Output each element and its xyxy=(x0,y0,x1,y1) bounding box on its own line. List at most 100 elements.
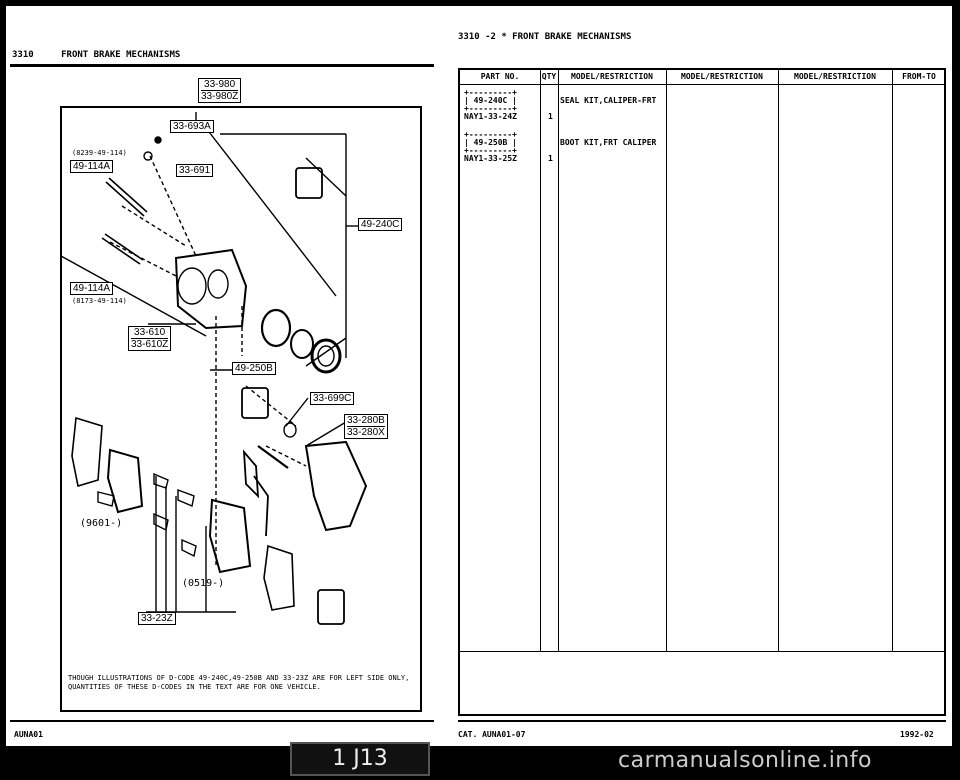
left-section-title: FRONT BRAKE MECHANISMS xyxy=(61,50,181,60)
serial-9601-label: (9601-) xyxy=(80,518,123,529)
leader-line xyxy=(285,397,309,427)
callout-33-280b-line2: 33-280X xyxy=(347,426,385,438)
col-divider xyxy=(892,70,893,652)
exploded-illustration xyxy=(60,112,368,625)
callout-33-980: 33-980 33-980Z xyxy=(198,78,242,103)
pad-clip xyxy=(177,488,195,507)
col-divider xyxy=(540,70,541,652)
callout-33-980-line2: 33-980Z xyxy=(201,90,239,102)
callout-33-980-line1: 33-980 xyxy=(204,79,236,90)
dcode-box-top: +---------+ xyxy=(464,130,517,139)
note-line-1: THOUGH ILLUSTRATIONS OF D-CODE 49-240C,4… xyxy=(68,674,410,682)
leader-line xyxy=(205,127,337,297)
left-footer-code: AUNA01 xyxy=(14,730,43,739)
col-header-from-to: FROM-TO xyxy=(902,72,936,81)
caliper-bore-inner xyxy=(207,269,229,299)
pad-clip xyxy=(181,538,197,558)
seal-kit-package-icon xyxy=(295,167,323,199)
table-row-description: SEAL KIT,CALIPER-FRT xyxy=(560,96,657,105)
callout-33-610-line2: 33-610Z xyxy=(131,338,169,350)
exploded-illustration-frame xyxy=(60,106,422,712)
col-header-model-1: MODEL/RESTRICTION xyxy=(571,72,653,81)
parts-table: PART NO. QTY MODEL/RESTRICTION MODEL/RES… xyxy=(458,68,946,716)
piston xyxy=(260,308,292,348)
dcode-box-top: +---------+ xyxy=(464,88,517,97)
assembly-line xyxy=(149,155,197,257)
callout-49-114a-top: 49-114A xyxy=(70,160,114,173)
anti-rattle-spring xyxy=(253,475,269,537)
col-header-qty: QTY xyxy=(541,72,557,81)
right-page-header: 3310 -2 * FRONT BRAKE MECHANISMS xyxy=(458,32,632,42)
col-divider xyxy=(558,70,559,652)
dust-boot-inner xyxy=(317,345,335,367)
dcode-box-bottom: +---------+ xyxy=(464,104,517,113)
callout-49-240c: 49-240C xyxy=(358,218,403,231)
callout-49-250b: 49-250B xyxy=(232,362,276,375)
col-divider xyxy=(778,70,779,652)
callout-33-23z: 33-23Z xyxy=(138,612,176,625)
table-row-qty: 1 xyxy=(548,112,553,121)
guide-bolt-upper-edge xyxy=(108,177,148,213)
table-row-description: BOOT KIT,FRT CALIPER xyxy=(560,138,657,147)
caliper-bore xyxy=(177,267,207,305)
col-divider xyxy=(666,70,667,652)
guide-bolt-lower xyxy=(101,237,141,265)
catalog-date: 1992-02 xyxy=(900,730,934,739)
dcode-box-bottom: +---------+ xyxy=(464,146,517,155)
top-part-sublabel: (8239-49-114) xyxy=(72,149,127,157)
left-page-header: 3310 FRONT BRAKE MECHANISMS xyxy=(12,50,180,60)
caliper-body xyxy=(174,248,248,330)
catalog-code: CAT. AUNA01-07 xyxy=(458,730,526,739)
callout-33-699c: 33-699C xyxy=(310,392,355,405)
bleeder-screw xyxy=(154,136,162,144)
outer-pad-left xyxy=(71,416,103,488)
callout-33-610: 33-610 33-610Z xyxy=(128,326,172,351)
inner-pad-right xyxy=(263,544,295,611)
inner-pad xyxy=(208,498,252,574)
col-header-model-2: MODEL/RESTRICTION xyxy=(681,72,763,81)
table-row-part-no: NAY1-33-25Z xyxy=(464,154,517,163)
piston-seal xyxy=(290,329,314,359)
page-indicator: 1 J13 xyxy=(290,742,430,776)
callout-33-691: 33-691 xyxy=(176,164,214,177)
table-row-dcode: | 49-240C | xyxy=(464,96,517,105)
bottom-part-sublabel: (8173-49-114) xyxy=(72,297,127,305)
left-footer-rule xyxy=(10,720,434,722)
outer-pad xyxy=(106,448,144,514)
table-row-part-no: NAY1-33-24Z xyxy=(464,112,517,121)
boot-kit-package-icon xyxy=(241,387,269,419)
left-section-code: 3310 xyxy=(12,50,34,60)
illustration-note: THOUGH ILLUSTRATIONS OF D-CODE 49-240C,4… xyxy=(68,674,409,692)
leader-line xyxy=(60,255,207,337)
table-header-rule xyxy=(460,84,944,85)
assembly-line xyxy=(245,385,297,427)
table-row-dcode: | 49-250B | xyxy=(464,138,517,147)
left-header-rule xyxy=(10,64,434,67)
assembly-line xyxy=(109,241,177,277)
leader-line xyxy=(305,157,347,197)
bushing xyxy=(283,422,297,438)
table-bottom-rule xyxy=(460,651,944,652)
pad-kit-package-icon xyxy=(317,589,345,625)
note-line-2: QUANTITIES OF THESE D-CODES IN THE TEXT … xyxy=(68,683,321,691)
callout-33-280b: 33-280B 33-280X xyxy=(344,414,388,439)
watermark: carmanualsonline.info xyxy=(618,748,872,773)
pad-clip xyxy=(97,491,115,507)
dust-boot xyxy=(310,338,342,374)
caliper-bracket xyxy=(304,440,368,532)
assembly-line xyxy=(121,205,187,247)
assembly-line xyxy=(265,445,307,467)
guide-pin xyxy=(257,445,289,469)
leader-line xyxy=(305,337,347,367)
callout-49-114a-bottom: 49-114A xyxy=(70,282,114,295)
serial-0519-label: (0519-) xyxy=(182,578,225,589)
right-footer-rule xyxy=(458,720,946,722)
wear-indicator-clip xyxy=(242,449,260,499)
col-header-model-3: MODEL/RESTRICTION xyxy=(794,72,876,81)
table-row-qty: 1 xyxy=(548,154,553,163)
col-header-part-no: PART NO. xyxy=(480,72,520,81)
callout-33-610-line1: 33-610 xyxy=(134,327,166,338)
bleeder-cap xyxy=(143,151,153,161)
leader-line xyxy=(305,421,347,447)
guide-bolt-upper xyxy=(105,181,145,217)
